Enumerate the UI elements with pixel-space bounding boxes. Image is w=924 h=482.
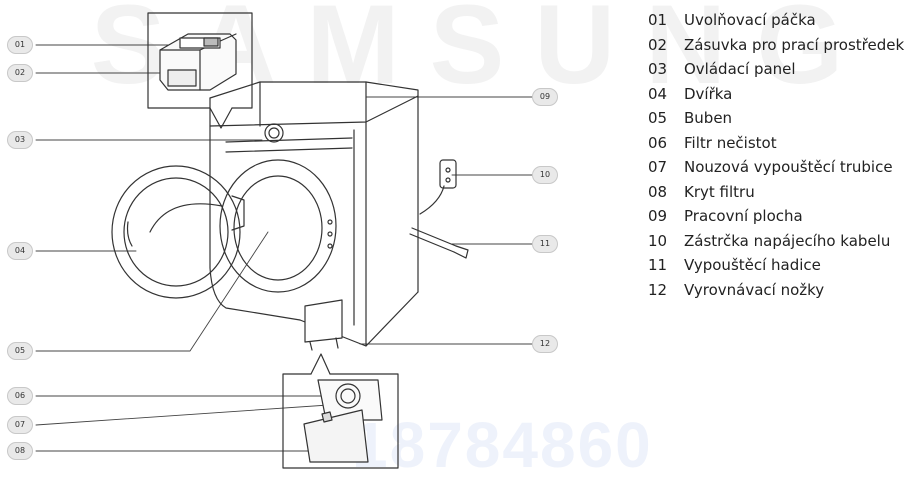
legend-item: 05 Buben [648, 106, 904, 131]
parts-legend: 01 Uvolňovací páčka 02 Zásuvka pro prací p… [648, 8, 904, 302]
callout-01: 01 [7, 36, 33, 54]
legend-number: 01 [648, 11, 668, 29]
legend-number: 02 [648, 35, 668, 54]
callout-04: 04 [7, 242, 33, 260]
legend-number: 03 [648, 60, 668, 78]
legend-item: 04 Dvířka [648, 82, 904, 107]
machine-body [209, 81, 419, 351]
legend-item: 07 Nouzová vypouštěcí trubice [648, 155, 904, 180]
legend-label: Vypouštěcí hadice [684, 256, 821, 274]
callout-05: 05 [7, 342, 33, 360]
legend-label: Zástrčka napájecího kabelu [684, 231, 891, 250]
legend-number: 11 [648, 256, 668, 274]
leader-lines [35, 44, 533, 452]
legend-label: Ovládací panel [684, 60, 796, 78]
legend-label: Pracovní plocha [684, 207, 803, 225]
legend-item: 01 Uvolňovací páčka [648, 8, 904, 33]
legend-item: 12 Vyrovnávací nožky [648, 278, 904, 303]
legend-number: 04 [648, 84, 668, 103]
legend-number: 06 [648, 133, 668, 152]
legend-item: 11 Vypouštěcí hadice [648, 253, 904, 278]
legend-number: 07 [648, 158, 668, 176]
legend-item: 09 Pracovní plocha [648, 204, 904, 229]
drain-hose [409, 227, 469, 259]
legend-label: Kryt filtru [684, 182, 755, 201]
drum-and-door [111, 159, 337, 299]
legend-item: 03 Ovládací panel [648, 57, 904, 82]
legend-item: 06 Filtr nečistot [648, 131, 904, 156]
legend-label: Dvířka [684, 84, 733, 103]
legend-item: 10 Zástrčka napájecího kabelu [648, 229, 904, 254]
legend-label: Filtr nečistot [684, 133, 777, 152]
legend-label: Buben [684, 109, 733, 127]
legend-number: 05 [648, 109, 668, 127]
legend-item: 08 Kryt filtru [648, 180, 904, 205]
code-watermark: 18784860 [352, 409, 653, 481]
callout-11: 11 [532, 235, 558, 253]
callout-07: 07 [7, 416, 33, 434]
callout-08: 08 [7, 442, 33, 460]
power-plug [419, 159, 457, 215]
legend-number: 09 [648, 207, 668, 225]
legend-label: Uvolňovací páčka [684, 11, 816, 29]
legend-number: 10 [648, 231, 668, 250]
drawer-inset [147, 12, 253, 129]
callout-10: 10 [532, 166, 558, 184]
callout-09: 09 [532, 88, 558, 106]
callout-02: 02 [7, 64, 33, 82]
legend-item: 02 Zásuvka pro prací prostředek [648, 33, 904, 58]
legend-number: 08 [648, 182, 668, 201]
callout-06: 06 [7, 387, 33, 405]
callout-12: 12 [532, 335, 558, 353]
callout-03: 03 [7, 131, 33, 149]
filter-inset [282, 353, 399, 469]
legend-number: 12 [648, 280, 668, 299]
legend-label: Zásuvka pro prací prostředek [684, 35, 905, 54]
legend-label: Nouzová vypouštěcí trubice [684, 158, 893, 176]
legend-label: Vyrovnávací nožky [684, 280, 825, 299]
